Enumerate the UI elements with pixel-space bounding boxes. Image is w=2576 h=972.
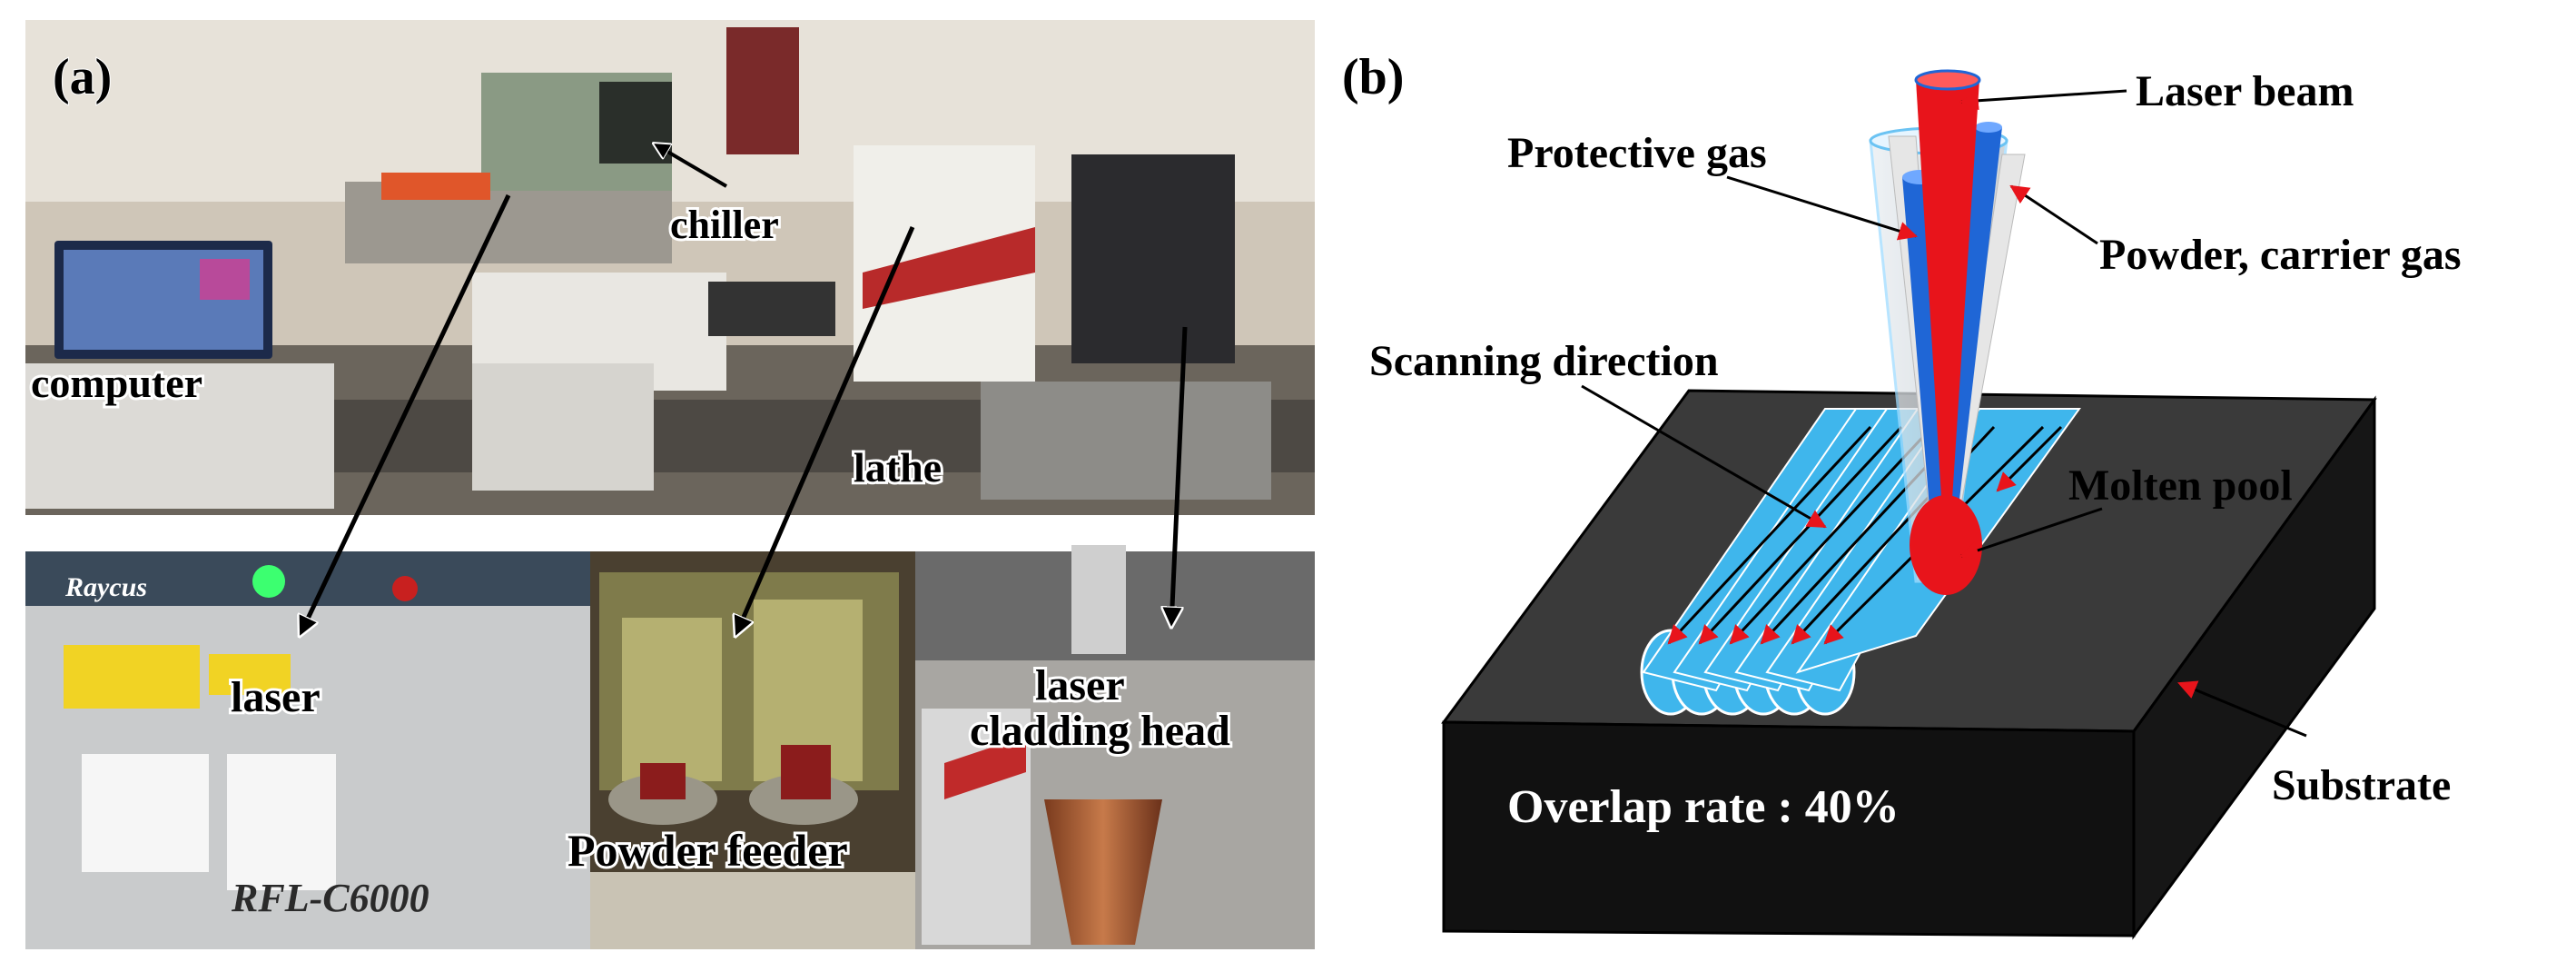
panel-a-label: (a) <box>53 49 112 105</box>
panel-b-label: (b) <box>1342 49 1404 105</box>
label-computer: computer <box>31 360 202 406</box>
powder-feeder-photo <box>590 551 915 949</box>
substrate-side <box>2132 395 2376 940</box>
lab-photo <box>25 20 1315 515</box>
label-powder-carrier-gas: Powder, carrier gas <box>2099 231 2462 279</box>
label-lathe: lathe <box>854 444 942 491</box>
leader-protective-gas <box>1726 175 1919 241</box>
label-laser-beam: Laser beam <box>2136 67 2354 115</box>
label-protective-gas: Protective gas <box>1507 129 1767 177</box>
panel-a: Raycus RFL-C6000 (a) c <box>25 20 1315 949</box>
panel-b: (b) <box>1342 49 2462 940</box>
label-cladding-head-line2: cladding head <box>970 707 1230 755</box>
arrow-to-powder-feeder <box>735 226 915 636</box>
label-scanning-direction: Scanning direction <box>1369 337 1719 385</box>
laser-beam <box>1916 80 1979 527</box>
label-substrate: Substrate <box>2272 761 2451 809</box>
nozzle-assembly <box>1869 69 2026 595</box>
leader-molten-pool <box>1959 507 2103 560</box>
label-cladding-head-line1: laser <box>1035 661 1125 709</box>
label-molten-pool: Molten pool <box>2068 461 2293 510</box>
leader-substrate <box>2177 680 2307 738</box>
arrow-to-cladding-head <box>1171 326 1188 627</box>
model-text: RFL-C6000 <box>231 876 429 920</box>
molten-pool <box>1910 495 1982 595</box>
brand-text: Raycus <box>64 572 147 602</box>
leader-scanning <box>1581 384 1827 529</box>
arrow-to-chiller <box>654 144 728 188</box>
label-chiller: chiller <box>670 203 779 247</box>
leader-laser-beam <box>1959 89 2127 111</box>
leader-powder <box>2009 184 2098 245</box>
cladding-head-photo <box>915 545 1315 949</box>
label-overlap-rate: Overlap rate : 40% <box>1507 781 1900 833</box>
powder-nozzle-right <box>1945 127 2002 563</box>
arrow-to-laser <box>300 193 511 636</box>
label-laser: laser <box>231 673 321 721</box>
laser-photo: Raycus RFL-C6000 <box>25 551 590 949</box>
label-powder-feeder: Powder feeder <box>568 825 848 876</box>
